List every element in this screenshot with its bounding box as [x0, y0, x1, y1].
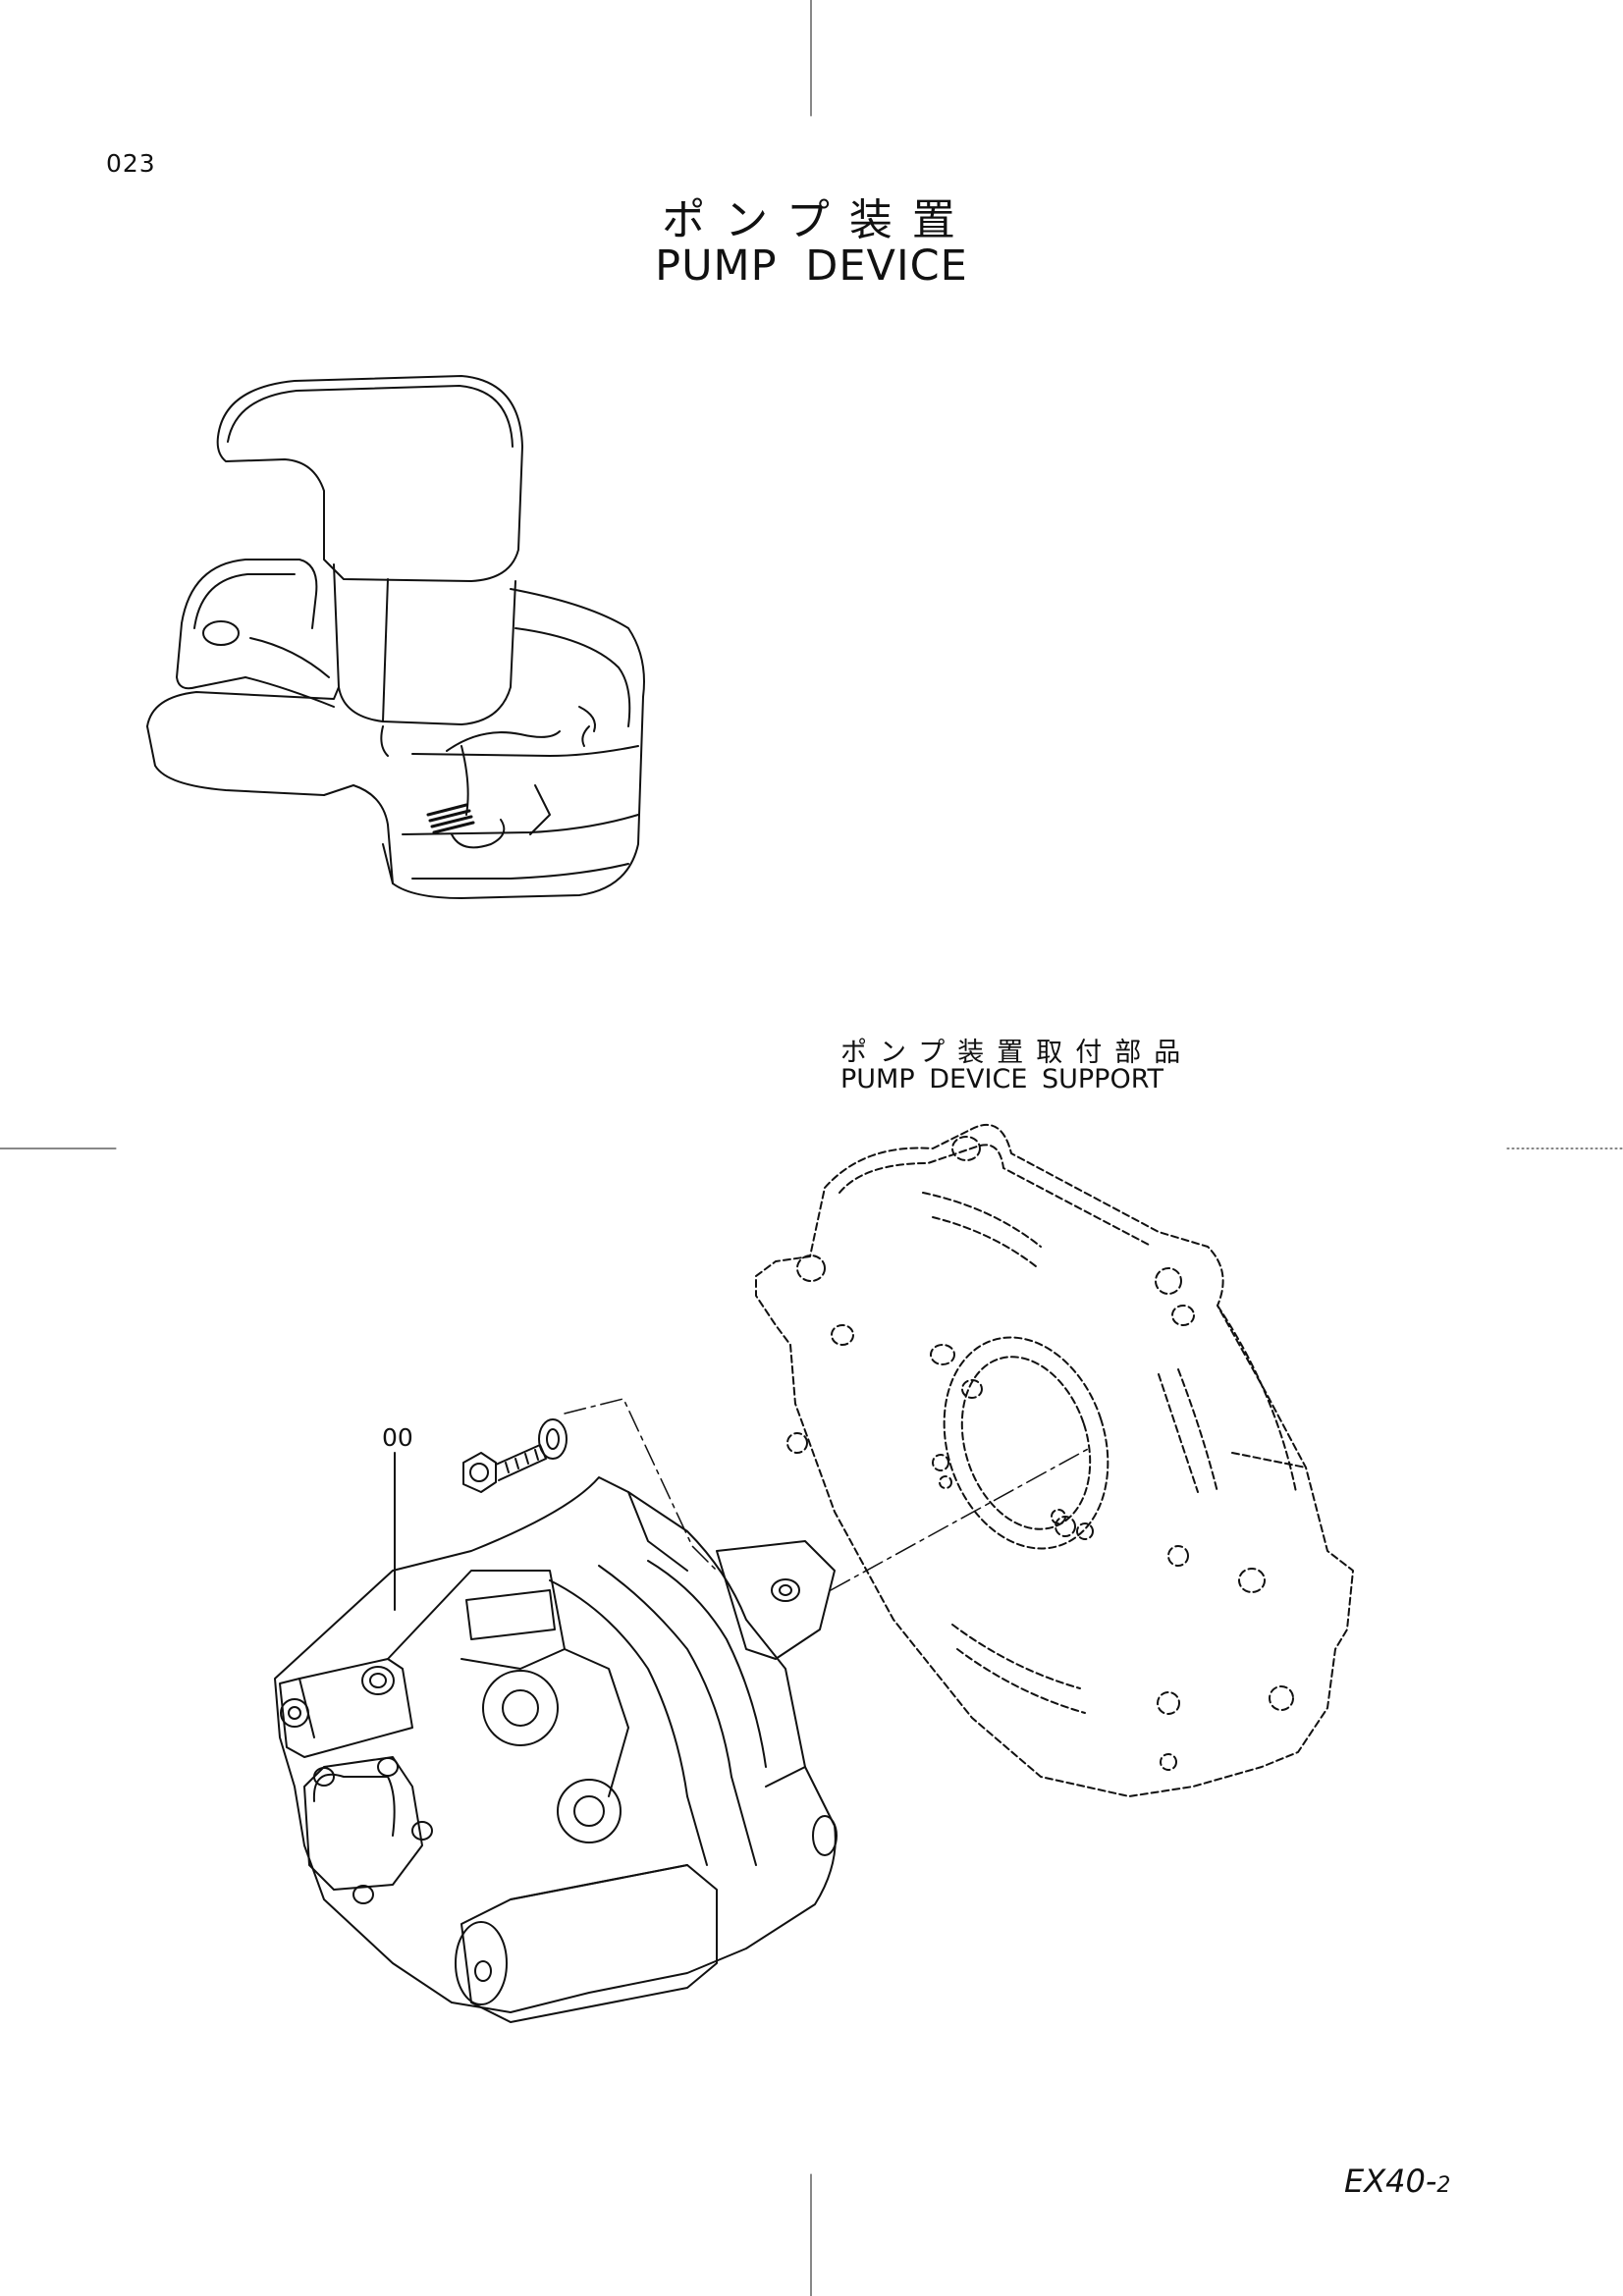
callout-label: 00: [382, 1423, 413, 1452]
title-japanese: ポンプ装置: [662, 195, 975, 245]
model-code-suffix: 2: [1436, 2173, 1451, 2198]
sub-assembly-title-english: PUMP DEVICE SUPPORT: [840, 1064, 1163, 1095]
assembly-lines: [564, 1398, 1091, 1591]
sub-assembly-title-japanese: ポンプ装置取付部品: [840, 1038, 1194, 1068]
machine-overview-drawing: [146, 375, 645, 899]
pump-drawing: [274, 1452, 838, 2023]
bolt-washer-drawing: [462, 1418, 568, 1493]
title-english: PUMP DEVICE: [655, 241, 968, 291]
page-number: 023: [106, 149, 156, 178]
model-code-main: EX40-: [1344, 2163, 1437, 2200]
pump-device-support-drawing: [755, 1124, 1354, 1797]
model-code: EX40-2: [1344, 2163, 1450, 2200]
